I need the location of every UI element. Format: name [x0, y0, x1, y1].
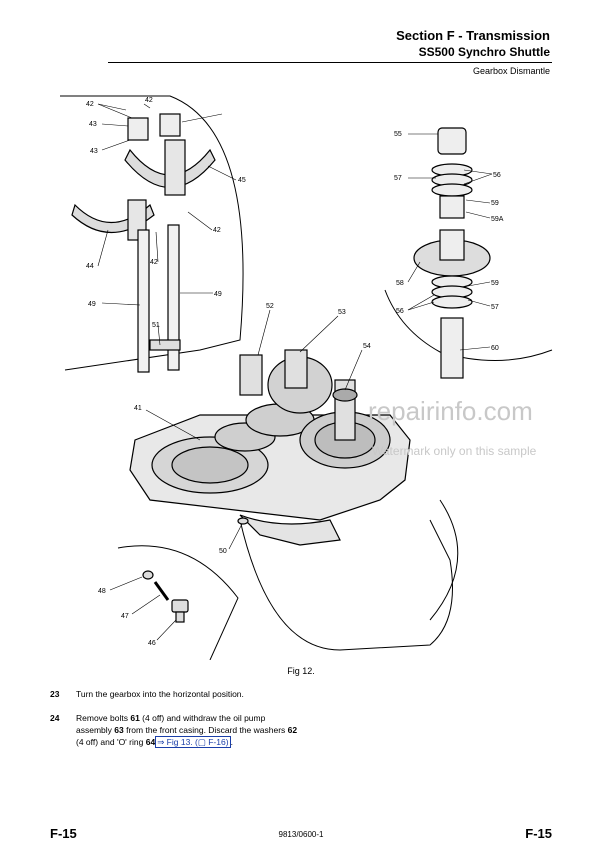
housing-outline-lower: [239, 519, 453, 651]
callout-57: 57: [394, 175, 402, 182]
detail-circle-upper-left: [60, 95, 244, 371]
callout-54: 54: [363, 343, 371, 350]
section-title: Section F - Transmission: [396, 28, 550, 43]
callout-59: 59: [491, 200, 499, 207]
selector-forks: [71, 113, 216, 373]
callout-47: 47: [121, 613, 129, 620]
section-subtitle: SS500 Synchro Shuttle: [418, 45, 550, 59]
callout-42: 42: [86, 101, 94, 108]
callout-43: 43: [90, 148, 98, 155]
callout-42: 42: [145, 97, 153, 104]
detail-parts-lower-left: [142, 517, 249, 623]
page-heading: Gearbox Dismantle: [472, 66, 550, 76]
step-24: 24 Remove bolts 61 (4 off) and withdraw …: [50, 712, 300, 748]
callout-55: 55: [394, 131, 402, 138]
callout-50: 50: [219, 548, 227, 555]
callout-49: 49: [88, 301, 96, 308]
step-text: Remove bolts 61 (4 off) and withdraw the…: [76, 713, 298, 748]
callout-56: 56: [493, 172, 501, 179]
callout-51: 51: [152, 322, 160, 329]
step-text: Turn the gearbox into the horizontal pos…: [76, 689, 244, 699]
callout-46: 46: [148, 640, 156, 647]
step-number: 24: [50, 713, 60, 723]
detail-circle-lower-left: [117, 545, 239, 660]
watermark-notice: Watermark only on this sample: [372, 444, 537, 458]
housing-arc-right: [429, 499, 459, 621]
callout-59a: 59A: [491, 216, 504, 223]
exploded-gearbox-diagram: 42 42 43 43 45 44 42 42 49 49 51 52 53 5…: [60, 95, 553, 660]
callout-42: 42: [150, 259, 158, 266]
callout-52: 52: [266, 303, 274, 310]
callout-41: 41: [134, 405, 142, 412]
footer-document-code: 9813/0600-1: [278, 830, 324, 839]
header-rule: [108, 62, 552, 63]
callout-53: 53: [338, 309, 346, 316]
figure-caption: Fig 12.: [287, 666, 315, 676]
fig-13-link[interactable]: ⇒ Fig 13. (▢ F-16): [155, 736, 231, 748]
callout-60: 60: [491, 345, 499, 352]
footer-page-left: F-15: [50, 826, 77, 841]
leader-lines: [97, 103, 493, 641]
callout-59: 59: [491, 280, 499, 287]
step-23: 23 Turn the gearbox into the horizontal …: [50, 688, 300, 700]
callout-57: 57: [491, 304, 499, 311]
callout-58: 58: [396, 280, 404, 287]
gearbox-body: [129, 349, 411, 546]
shaft-stack-right: [413, 127, 491, 379]
callout-56: 56: [396, 308, 404, 315]
watermark-domain: repairinfo.com: [368, 396, 533, 426]
step-number: 23: [50, 689, 60, 699]
callout-49: 49: [214, 291, 222, 298]
callout-44: 44: [86, 263, 94, 270]
callout-43: 43: [89, 121, 97, 128]
detail-circle-right: [384, 289, 553, 362]
footer-page-right: F-15: [525, 826, 552, 841]
callout-45: 45: [238, 177, 246, 184]
callout-48: 48: [98, 588, 106, 595]
callout-42: 42: [213, 227, 221, 234]
